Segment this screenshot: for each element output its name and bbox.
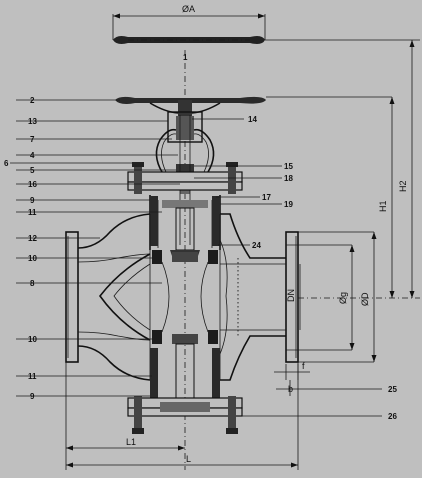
part-label-15: 15 [284, 162, 293, 171]
part-label-2: 2 [30, 96, 35, 105]
part-label-4: 4 [30, 151, 35, 160]
dim-b: b [288, 384, 293, 394]
part-label-26: 26 [388, 412, 397, 421]
part-label-24: 24 [252, 241, 261, 250]
dim-l: L [186, 454, 191, 464]
right-dimensions [242, 40, 420, 470]
part-label-18: 18 [284, 174, 293, 183]
leader-lines [10, 99, 282, 397]
part-label-10-lower: 10 [28, 335, 37, 344]
dim-flange-dia: ØD [360, 292, 370, 306]
part-label-7: 7 [30, 135, 35, 144]
part-label-19: 19 [284, 200, 293, 209]
part-label-13: 13 [28, 117, 37, 126]
dim-dn: DN [286, 289, 296, 302]
part-label-9-upper: 9 [30, 196, 35, 205]
part-label-14: 14 [248, 115, 257, 124]
part-label-11-upper: 11 [28, 208, 37, 217]
handwheel-top-view [112, 13, 420, 44]
bottom-dimensions [65, 362, 298, 470]
dim-handwheel-dia: ØA [182, 4, 195, 14]
dim-f: f [302, 361, 305, 371]
part-label-9-lower: 9 [30, 392, 35, 401]
dim-l1: L1 [126, 437, 136, 447]
part-label-17: 17 [262, 193, 271, 202]
part-label-10-upper: 10 [28, 254, 37, 263]
yoke-bonnet [127, 111, 243, 245]
dim-h2: H2 [398, 180, 408, 192]
part-label-8: 8 [30, 279, 35, 288]
dim-h1: H1 [378, 200, 388, 212]
dim-bore: Øg [338, 292, 348, 304]
part-label-11-lower: 11 [28, 372, 37, 381]
part-label-1: 1 [183, 53, 188, 62]
part-label-25: 25 [388, 385, 397, 394]
part-label-12: 12 [28, 234, 37, 243]
part-label-6: 6 [4, 159, 9, 168]
valve-body [65, 213, 299, 381]
handwheel-side-view [115, 96, 392, 120]
part-label-16: 16 [28, 180, 37, 189]
part-label-5: 5 [30, 166, 35, 175]
lower-body [127, 343, 243, 434]
